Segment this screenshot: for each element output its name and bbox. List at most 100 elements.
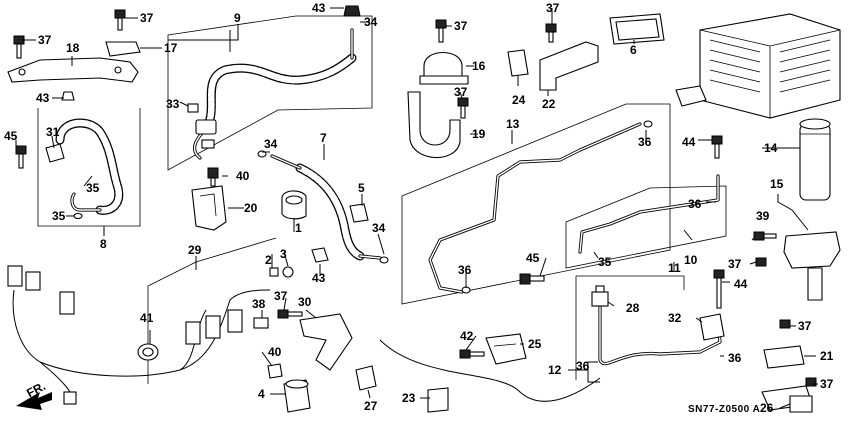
harness-29 <box>12 289 271 397</box>
label-3: 3 <box>280 247 287 261</box>
label-37-f: 37 <box>728 257 742 271</box>
bolt-44-a <box>711 135 723 159</box>
nut-43-a <box>61 91 75 101</box>
bracket-30 <box>299 313 353 371</box>
pipe-11 <box>598 300 722 366</box>
label-36-e: 36 <box>728 351 742 365</box>
label-15: 15 <box>770 177 784 191</box>
box-11 <box>575 275 685 380</box>
nut-40-b <box>267 363 283 379</box>
label-37-a: 37 <box>140 11 154 25</box>
label-1: 1 <box>295 221 302 235</box>
bolt-38 <box>253 317 269 329</box>
label-30: 30 <box>298 295 312 309</box>
hose-8 <box>55 118 124 215</box>
bolt-45-b <box>519 273 545 285</box>
evaporator-unit <box>675 13 841 119</box>
box-13 <box>401 103 671 305</box>
label-36-b: 36 <box>688 197 702 211</box>
oring-36-a <box>643 120 653 128</box>
label-16: 16 <box>472 59 486 73</box>
label-11: 11 <box>668 261 681 275</box>
label-6: 6 <box>630 43 637 57</box>
label-37-b: 37 <box>38 33 52 47</box>
label-44-b: 44 <box>734 277 748 291</box>
nut-43-c <box>311 247 329 263</box>
clamp-20 <box>191 185 227 231</box>
bolt-37-i <box>277 309 303 319</box>
clamp-4 <box>283 379 311 413</box>
bracket-22 <box>539 41 599 91</box>
box-9 <box>167 15 373 171</box>
clamp-31 <box>45 143 65 163</box>
label-37-i: 37 <box>820 377 834 391</box>
label-22: 22 <box>542 97 556 111</box>
label-43-a: 43 <box>36 91 50 105</box>
label-18: 18 <box>66 41 80 55</box>
label-29: 29 <box>188 243 202 257</box>
label-45-b: 45 <box>526 251 540 265</box>
diagram-code: SN77-Z0500 A <box>688 404 760 415</box>
grommet-41 <box>137 343 159 361</box>
nut-43-b <box>343 5 361 17</box>
label-23: 23 <box>402 391 416 405</box>
bolt-37-h <box>805 377 817 387</box>
label-34-b: 34 <box>264 137 278 151</box>
bolt-37-a <box>13 35 25 59</box>
label-24: 24 <box>512 93 526 107</box>
label-35-b: 35 <box>52 209 66 223</box>
clamp-1 <box>281 190 307 220</box>
label-34-c: 34 <box>372 221 386 235</box>
label-10: 10 <box>684 253 698 267</box>
label-45-a: 45 <box>4 129 18 143</box>
label-37-e: 37 <box>546 1 560 15</box>
label-40-a: 40 <box>236 169 250 183</box>
pipe-13 <box>428 122 642 294</box>
label-7: 7 <box>320 131 327 145</box>
fitting-9 <box>195 119 217 149</box>
label-21: 21 <box>820 349 834 363</box>
label-31: 31 <box>46 125 60 139</box>
bracket-32 <box>699 313 725 341</box>
bracket-15 <box>783 231 841 301</box>
nut-2 <box>269 267 279 277</box>
cable-23 <box>379 339 601 402</box>
label-44-a: 44 <box>682 135 696 149</box>
bolt-40-a <box>207 167 219 187</box>
label-5: 5 <box>358 181 365 195</box>
connector-29-c <box>185 309 243 345</box>
label-2: 2 <box>265 253 272 267</box>
bolt-45-a <box>15 145 27 169</box>
clip-23 <box>427 387 449 413</box>
box-8 <box>37 108 141 227</box>
bolt-37-f <box>755 257 767 267</box>
label-17: 17 <box>164 41 178 55</box>
bolt-37-c <box>435 19 447 43</box>
oring-35-a <box>73 212 83 220</box>
bracket-19 <box>407 91 461 159</box>
label-34-a: 34 <box>364 15 378 29</box>
bolt-42 <box>459 349 485 359</box>
label-40-b: 40 <box>268 345 282 359</box>
bracket-21 <box>763 345 805 369</box>
label-37-c: 37 <box>454 19 468 33</box>
clip-24 <box>507 49 529 77</box>
label-9: 9 <box>234 11 241 25</box>
label-20: 20 <box>244 201 258 215</box>
connector-29-a <box>7 265 41 291</box>
connector-29-b <box>59 291 75 315</box>
label-43-b: 43 <box>312 1 326 15</box>
clip-27 <box>355 365 377 391</box>
bolt-37-b <box>114 9 126 31</box>
hose-7 <box>270 154 382 261</box>
label-36-c: 36 <box>458 263 472 277</box>
label-27: 27 <box>364 399 378 413</box>
fr-arrow <box>16 392 52 410</box>
oring-34-b <box>379 256 389 264</box>
box-29 <box>147 237 277 384</box>
bolt-37-e <box>545 23 557 43</box>
label-33: 33 <box>166 97 180 111</box>
bolt-33 <box>187 103 199 113</box>
